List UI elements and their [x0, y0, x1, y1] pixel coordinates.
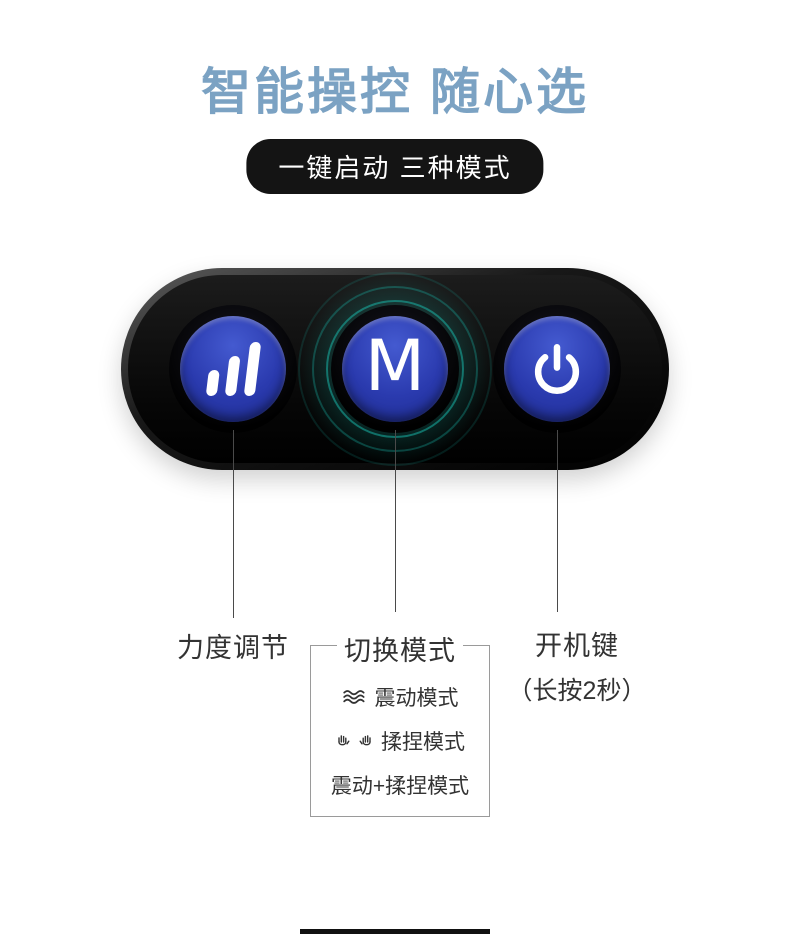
intensity-button-face [180, 316, 286, 422]
mode-list-box: 切换模式 震动模式 [310, 629, 490, 817]
power-button-face [504, 316, 610, 422]
intensity-bars-icon [205, 342, 261, 396]
mode-row-combined: 震动+揉捏模式 [315, 770, 485, 800]
kneading-hand-right-icon [359, 735, 371, 746]
intensity-bar-large [243, 342, 261, 396]
subtitle-badge: 一键启动 三种模式 [246, 139, 544, 194]
intensity-bar-small [205, 370, 220, 396]
callout-line-mode [395, 430, 396, 612]
kneading-hand-left-icon [338, 735, 350, 746]
mode-m-letter: M [364, 325, 426, 407]
power-icon [534, 343, 580, 395]
power-label-sub: （长按2秒） [507, 677, 647, 705]
mode-row-kneading: 揉捏模式 [315, 726, 485, 756]
page-title: 智能操控 随心选 [201, 64, 589, 120]
callout-line-power [557, 430, 558, 612]
intensity-button [169, 305, 297, 433]
mode-row-label: 揉捏模式 [381, 731, 465, 754]
mode-list-frame: 切换模式 震动模式 [310, 629, 490, 817]
mode-row-label: 震动模式 [374, 687, 459, 710]
power-label: 开机键 （长按2秒） [508, 624, 647, 707]
vibration-waves-icon [342, 690, 365, 704]
mode-row-label: 震动+揉捏模式 [330, 775, 470, 798]
intensity-bar-medium [224, 356, 241, 396]
callout-line-intensity [233, 430, 234, 618]
mode-row-vibration: 震动模式 [315, 682, 485, 712]
power-button [493, 305, 621, 433]
intensity-label: 力度调节 [177, 633, 289, 663]
mode-label: 切换模式 [337, 629, 463, 668]
mode-button-face: M [342, 316, 448, 422]
mode-button: M [331, 305, 459, 433]
power-label-main: 开机键 [535, 631, 619, 661]
section-divider [300, 929, 490, 934]
